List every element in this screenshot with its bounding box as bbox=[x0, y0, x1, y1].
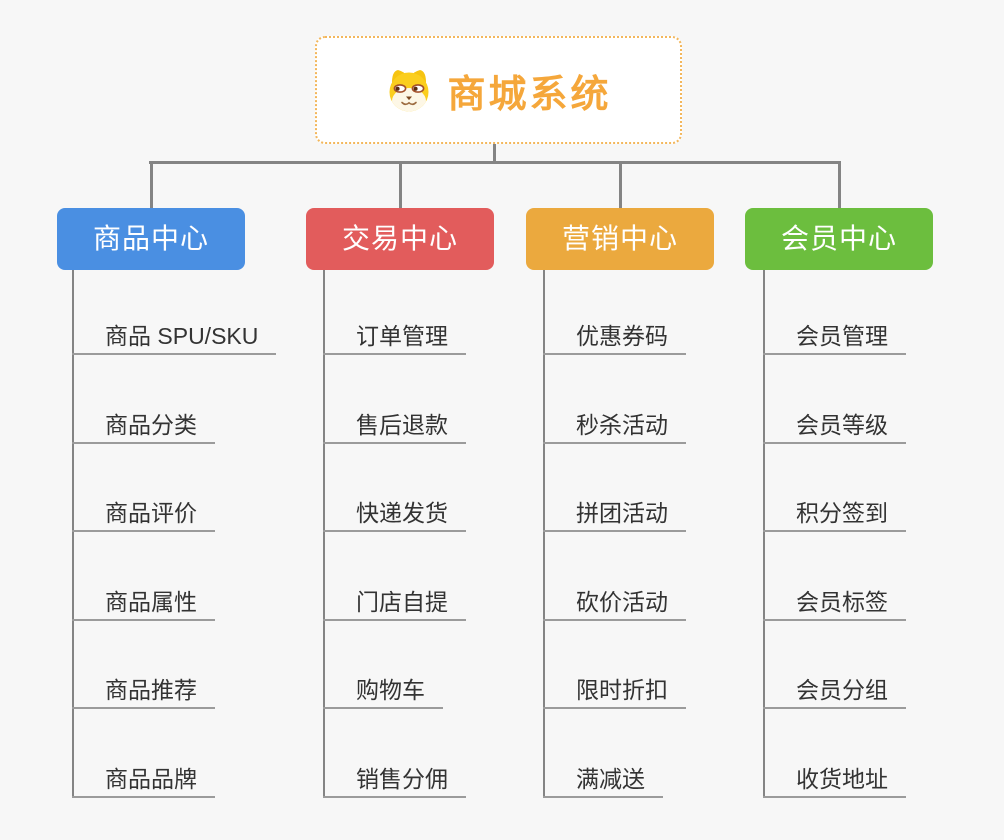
child-node[interactable]: 门店自提 bbox=[323, 585, 466, 621]
child-node[interactable]: 会员管理 bbox=[763, 319, 906, 355]
branch-node-member-center[interactable]: 会员中心 bbox=[745, 208, 933, 270]
child-node[interactable]: 商品品牌 bbox=[72, 762, 215, 798]
root-connector-line bbox=[493, 140, 496, 164]
child-node[interactable]: 商品属性 bbox=[72, 585, 215, 621]
child-node[interactable]: 购物车 bbox=[323, 673, 443, 710]
branch-drop-line bbox=[618, 161, 622, 208]
branch-bus-line bbox=[149, 161, 840, 164]
branch-children-column: 商品 SPU/SKU 商品分类 商品评价 商品属性 商品推荐 商品品牌 bbox=[72, 270, 277, 798]
child-node[interactable]: 满减送 bbox=[543, 762, 663, 798]
branch-drop-line bbox=[398, 161, 402, 208]
root-node[interactable]: 商城系统 bbox=[315, 36, 682, 144]
branch-children-column: 会员管理 会员等级 积分签到 会员标签 会员分组 收货地址 bbox=[763, 270, 906, 798]
child-node[interactable]: 积分签到 bbox=[763, 496, 906, 533]
child-node[interactable]: 商品分类 bbox=[72, 408, 215, 444]
child-node[interactable]: 会员分组 bbox=[763, 673, 906, 710]
child-node[interactable]: 优惠券码 bbox=[543, 319, 686, 355]
child-node[interactable]: 会员标签 bbox=[763, 585, 906, 621]
child-node[interactable]: 砍价活动 bbox=[543, 585, 686, 621]
child-node[interactable]: 会员等级 bbox=[763, 408, 906, 444]
child-node[interactable]: 商品推荐 bbox=[72, 673, 215, 710]
child-node[interactable]: 秒杀活动 bbox=[543, 408, 686, 444]
branch-children-column: 订单管理 售后退款 快递发货 门店自提 购物车 销售分佣 bbox=[323, 270, 466, 798]
branch-node-product-center[interactable]: 商品中心 bbox=[57, 208, 245, 270]
branch-children-column: 优惠券码 秒杀活动 拼团活动 砍价活动 限时折扣 满减送 bbox=[543, 270, 686, 798]
child-node[interactable]: 限时折扣 bbox=[543, 673, 686, 710]
child-node[interactable]: 商品评价 bbox=[72, 496, 215, 533]
branch-node-marketing-center[interactable]: 营销中心 bbox=[526, 208, 714, 270]
child-node[interactable]: 销售分佣 bbox=[323, 762, 466, 798]
child-node[interactable]: 商品 SPU/SKU bbox=[72, 319, 277, 355]
child-node[interactable]: 收货地址 bbox=[763, 762, 906, 798]
child-node[interactable]: 订单管理 bbox=[323, 319, 466, 355]
branch-drop-line bbox=[837, 161, 841, 208]
child-node[interactable]: 售后退款 bbox=[323, 408, 466, 444]
dog-face-icon bbox=[389, 70, 429, 112]
child-node[interactable]: 快递发货 bbox=[323, 496, 466, 533]
branch-node-trade-center[interactable]: 交易中心 bbox=[306, 208, 494, 270]
branch-drop-line bbox=[149, 161, 153, 208]
child-node[interactable]: 拼团活动 bbox=[543, 496, 686, 533]
root-title: 商城系统 bbox=[447, 73, 612, 116]
